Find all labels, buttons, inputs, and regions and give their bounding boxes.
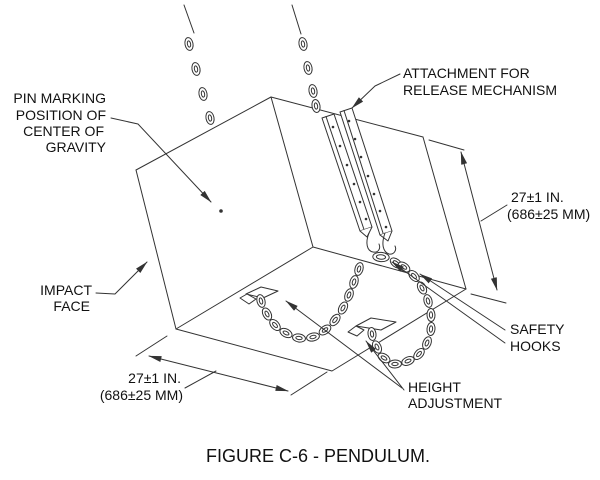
suspension-chain-right — [291, 4, 322, 114]
dimension-depth-text: 27±1 IN. (686±25 MM) — [100, 370, 183, 403]
pin-marking-line-3: CENTER OF — [23, 123, 104, 139]
dimension-depth — [135, 335, 328, 396]
height-adjustment-label: HEIGHT ADJUSTMENT — [408, 379, 503, 411]
dim-height-inches: 27±1 IN. — [511, 189, 564, 205]
leader-height-adjustment — [285, 300, 405, 391]
leader-impact-face — [95, 261, 148, 295]
chain-loop — [254, 255, 437, 369]
pin-marking-label: PIN MARKING POSITION OF CENTER OF GRAVIT… — [13, 90, 106, 155]
dim-depth-inches: 27±1 IN. — [128, 370, 181, 386]
impact-face-line-1: IMPACT — [40, 282, 92, 298]
attachment-line-2: RELEASE MECHANISM — [403, 82, 557, 98]
leader-attachment — [351, 73, 401, 109]
dimension-height — [428, 139, 508, 304]
release-mechanism-rail — [321, 107, 393, 242]
leader-pin-marking — [110, 117, 212, 203]
rail-holes — [331, 125, 368, 221]
suspension-chain-left — [183, 4, 216, 126]
safety-hook-fixture — [366, 232, 397, 263]
dim-depth-mm: (686±25 MM) — [100, 387, 183, 403]
rail-holes-2 — [347, 119, 388, 229]
height-adjustment-line-1: HEIGHT — [408, 379, 461, 395]
dimension-height-text: 27±1 IN. (686±25 MM) — [507, 189, 590, 222]
dim-height-mm: (686±25 MM) — [507, 206, 590, 222]
safety-hooks-line-1: SAFETY — [510, 321, 565, 337]
impact-face-label: IMPACT FACE — [40, 282, 92, 314]
impact-face-line-2: FACE — [53, 298, 90, 314]
leader-safety-hooks — [391, 261, 506, 344]
pin-marking-line-4: GRAVITY — [46, 139, 107, 155]
pin-marking-line-2: POSITION OF — [16, 107, 106, 123]
cog-pin — [219, 209, 223, 213]
pendulum-block — [135, 96, 467, 372]
attachment-line-1: ATTACHMENT FOR — [403, 65, 530, 81]
safety-hooks-label: SAFETY HOOKS — [510, 321, 565, 354]
attachment-label: ATTACHMENT FOR RELEASE MECHANISM — [403, 65, 557, 98]
height-adjustment-line-2: ADJUSTMENT — [408, 395, 503, 411]
height-adjustment-bracket-left — [239, 286, 279, 305]
figure-caption: FIGURE C-6 - PENDULUM. — [206, 446, 430, 466]
safety-hooks-line-2: HOOKS — [510, 338, 561, 354]
pin-marking-line-1: PIN MARKING — [13, 90, 106, 106]
